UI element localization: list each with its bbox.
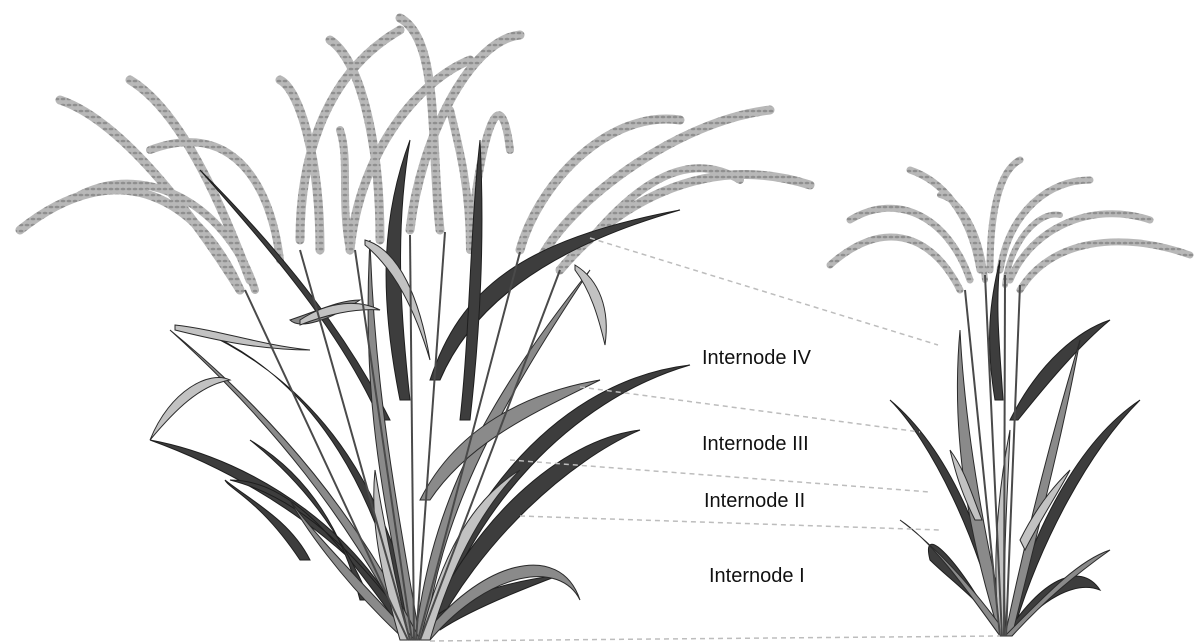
internode-ii-label: Internode II (704, 490, 806, 512)
tall-rice-plant (15, 13, 815, 641)
internode-iv-label: Internode IV (702, 347, 811, 369)
connector-plant-base (429, 635, 1001, 642)
internode-connector-lines (429, 237, 1001, 642)
short-plant-light-leaves (949, 429, 1071, 637)
internode-iii-label: Internode III (702, 433, 809, 455)
connector-internode-iii (509, 459, 931, 493)
tall-plant-stems (244, 231, 561, 641)
internode-i-label: Internode I (709, 565, 805, 587)
connector-panicle-base (589, 237, 939, 346)
connector-internode-iv (579, 386, 921, 433)
short-plant-dark-leaves (889, 259, 1141, 637)
short-plant-stems (964, 274, 1021, 637)
tall-plant-light-leaves (149, 239, 607, 641)
short-plant-panicles (826, 156, 1194, 294)
tall-plant-panicles (15, 13, 815, 295)
connector-internode-ii (519, 515, 941, 531)
short-rice-plant (826, 156, 1194, 637)
